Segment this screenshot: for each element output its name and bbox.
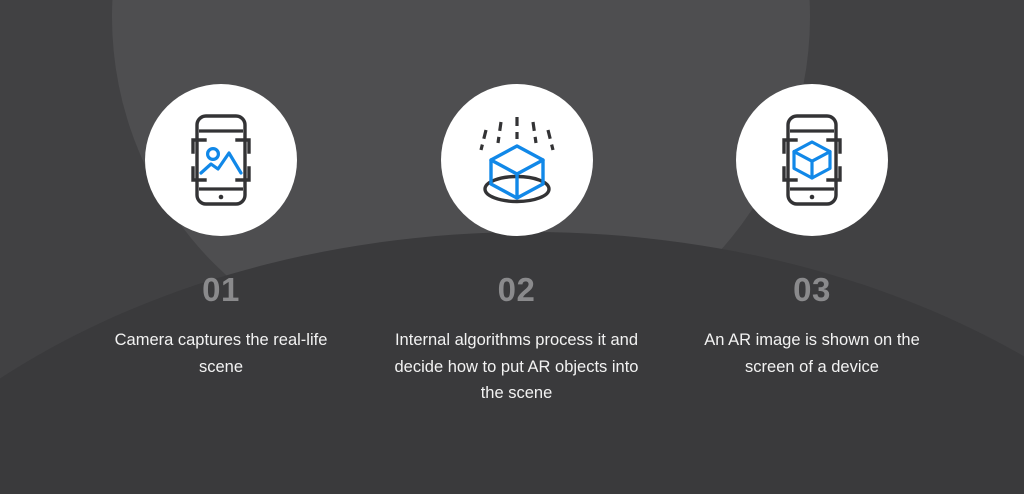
phone-ar-cube-icon — [774, 112, 850, 208]
step-caption-01: Camera captures the real-life scene — [114, 331, 328, 376]
phone-photo-capture-icon — [183, 112, 259, 208]
step-icon-badge-02 — [440, 84, 593, 236]
step-number-01: 01 — [202, 271, 240, 308]
step-caption-02: Internal algorithms process it and decid… — [394, 331, 639, 403]
step-number-03: 03 — [793, 271, 831, 308]
step-caption-03: An AR image is shown on the screen of a … — [704, 331, 920, 376]
step-number-02: 02 — [497, 271, 536, 308]
hovering-cube-scan-icon — [470, 113, 564, 207]
step-item-03: 03 An AR image is shown on the screen of… — [666, 84, 958, 380]
step-item-01: 01 Camera captures the real-life scene — [75, 84, 367, 380]
step-icon-badge-01 — [145, 84, 297, 236]
step-icon-badge-03 — [736, 84, 888, 236]
step-item-02: 02 Internal algorithms process it and de… — [371, 84, 663, 407]
